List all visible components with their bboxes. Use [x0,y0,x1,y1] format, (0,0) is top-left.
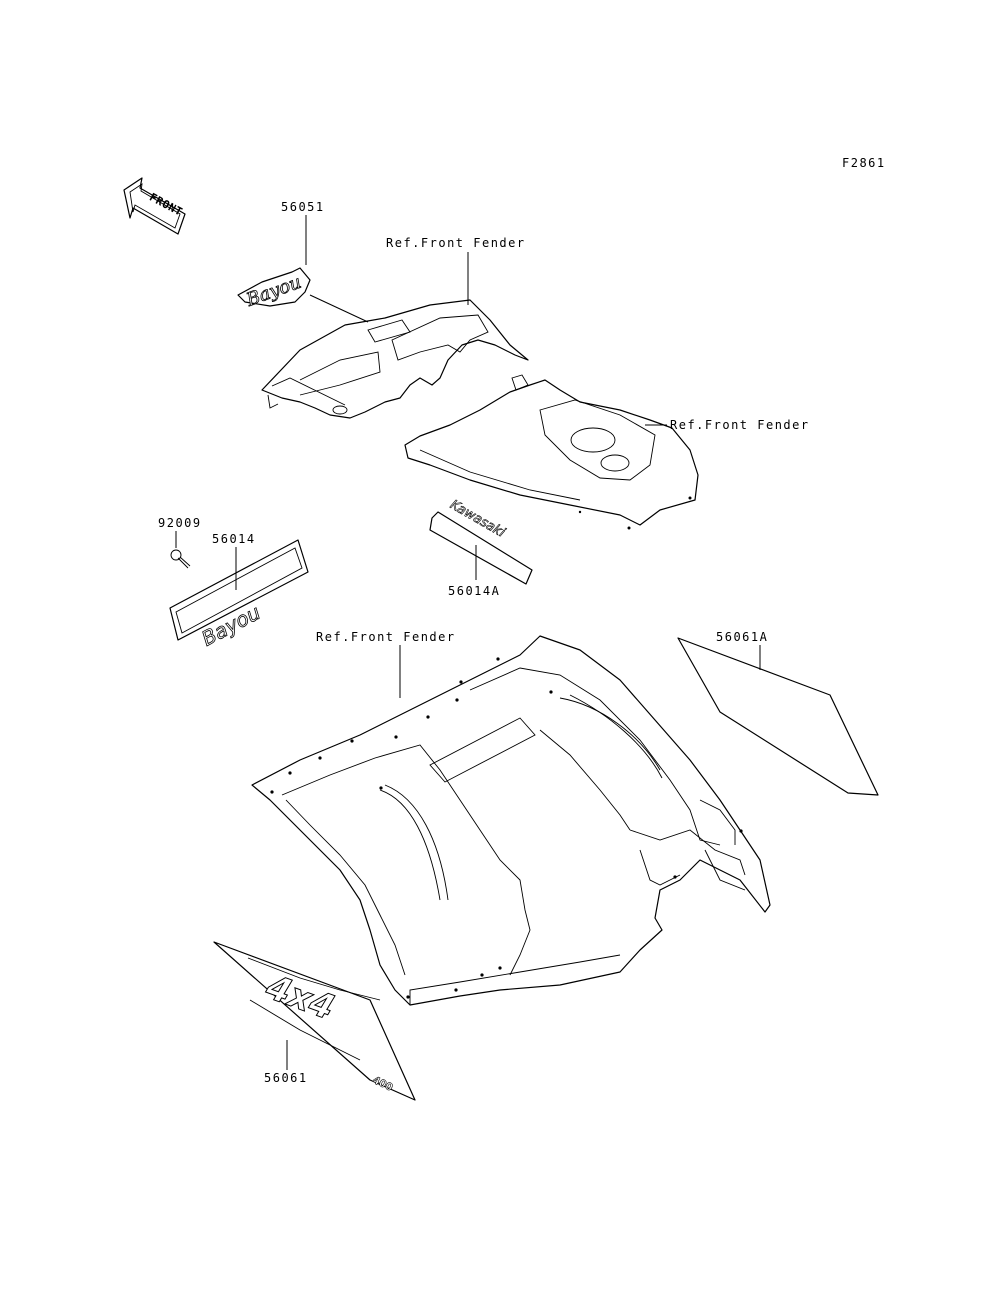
part-label-56014: 56014 [212,532,256,546]
decal-sheet-56061A [677,637,879,796]
screw-92009-icon [170,549,191,569]
bayou-emblem: Bayou [169,539,309,651]
4x4-decal-text: 4x4 [260,967,340,1029]
part-label-56051: 56051 [281,200,325,214]
part-label-92009: 92009 [158,516,202,530]
ref-label-front-fender-1: Ref.Front Fender [386,236,526,250]
part-label-56014A: 56014A [448,584,500,598]
upper-fender-left [261,299,529,419]
ref-label-front-fender-2: Ref.Front Fender [670,418,810,432]
upper-fender-right [404,374,699,530]
kawasaki-emblem: Kawasaki [429,497,533,585]
part-label-56061: 56061 [264,1071,308,1085]
part-label-56061A: 56061A [716,630,768,644]
bayou-decal: Bayou [237,267,311,312]
ref-label-front-fender-3: Ref.Front Fender [316,630,456,644]
rear-fender [251,635,771,1006]
figure-code: F2861 [842,156,886,170]
front-arrow-icon: FRONT [123,177,186,235]
